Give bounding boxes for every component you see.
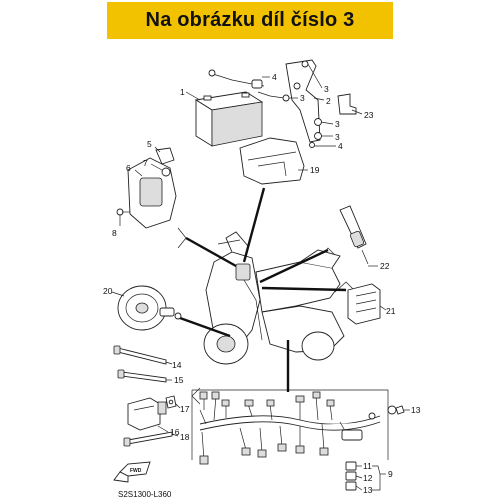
callout-15: 13 <box>411 405 421 415</box>
callout-25: 23 <box>364 110 374 120</box>
sensor-part <box>339 205 369 265</box>
callout-9: 7 <box>143 158 148 168</box>
leader-23 <box>379 305 387 311</box>
cable-tie-16-part <box>113 345 167 365</box>
connector-lines <box>179 187 347 392</box>
title-text: Na obrázku díl číslo 3 <box>145 9 355 31</box>
starter-relay-part <box>116 147 177 229</box>
fuse-parts <box>345 461 357 491</box>
battery-part <box>194 91 264 147</box>
callout-7: 5 <box>147 139 152 149</box>
diagram-code: S2S1300-L360 <box>118 490 172 499</box>
horn-part <box>117 285 182 331</box>
clip-part <box>165 395 177 409</box>
callout-16: 14 <box>172 360 182 370</box>
coupler-part <box>127 397 167 431</box>
fwd-badge-text: FWD <box>130 468 142 474</box>
callout-11: 9 <box>388 469 393 479</box>
fwd-arrow-icon <box>113 461 151 483</box>
band-part <box>123 431 173 447</box>
callout-6: 4 <box>272 72 277 82</box>
callout-12: 11 <box>363 461 372 471</box>
battery-leader <box>185 91 201 101</box>
callout-13: 12 <box>363 473 373 483</box>
scooter-body <box>203 231 345 365</box>
cable-tie-17-part <box>117 369 167 383</box>
callout-21: 19 <box>310 165 320 175</box>
bracket-leaders <box>289 63 336 147</box>
callout-4b: 3 <box>300 93 305 103</box>
callout-1: 1 <box>180 87 185 97</box>
callout-22: 20 <box>103 286 113 296</box>
callout-3a: 3 <box>335 119 340 129</box>
battery-cable-part <box>208 69 290 102</box>
callout-2: 2 <box>326 96 331 106</box>
bracket-part <box>285 59 322 148</box>
callout-5: 4 <box>338 141 343 151</box>
relay-leaders <box>119 146 163 226</box>
callout-3b: 3 <box>335 132 340 142</box>
callout-10: 8 <box>112 228 117 238</box>
leader-22 <box>111 291 125 297</box>
leader-19 <box>175 403 181 409</box>
leader-20 <box>171 433 179 437</box>
callout-17: 15 <box>174 375 184 385</box>
callout-8: 6 <box>126 163 131 173</box>
leader-16 <box>165 361 173 365</box>
wire-harness-part <box>199 391 381 465</box>
fuse-leaders <box>355 465 386 491</box>
battery-box-part <box>239 137 305 185</box>
leader-25 <box>351 109 363 115</box>
callout-23: 21 <box>386 306 396 316</box>
callout-24: 22 <box>380 261 390 271</box>
cover-part-25 <box>337 93 357 115</box>
callout-19: 17 <box>180 404 190 414</box>
callout-18: 16 <box>170 427 180 437</box>
callout-14-visible: 13 <box>363 485 373 495</box>
title-banner: Na obrázku díl číslo 3 <box>107 2 393 39</box>
control-unit-part <box>347 283 381 325</box>
callout-4a: 3 <box>324 84 329 94</box>
callout-20: 18 <box>180 432 190 442</box>
leader-18 <box>157 425 169 433</box>
grommet-part <box>387 405 405 415</box>
